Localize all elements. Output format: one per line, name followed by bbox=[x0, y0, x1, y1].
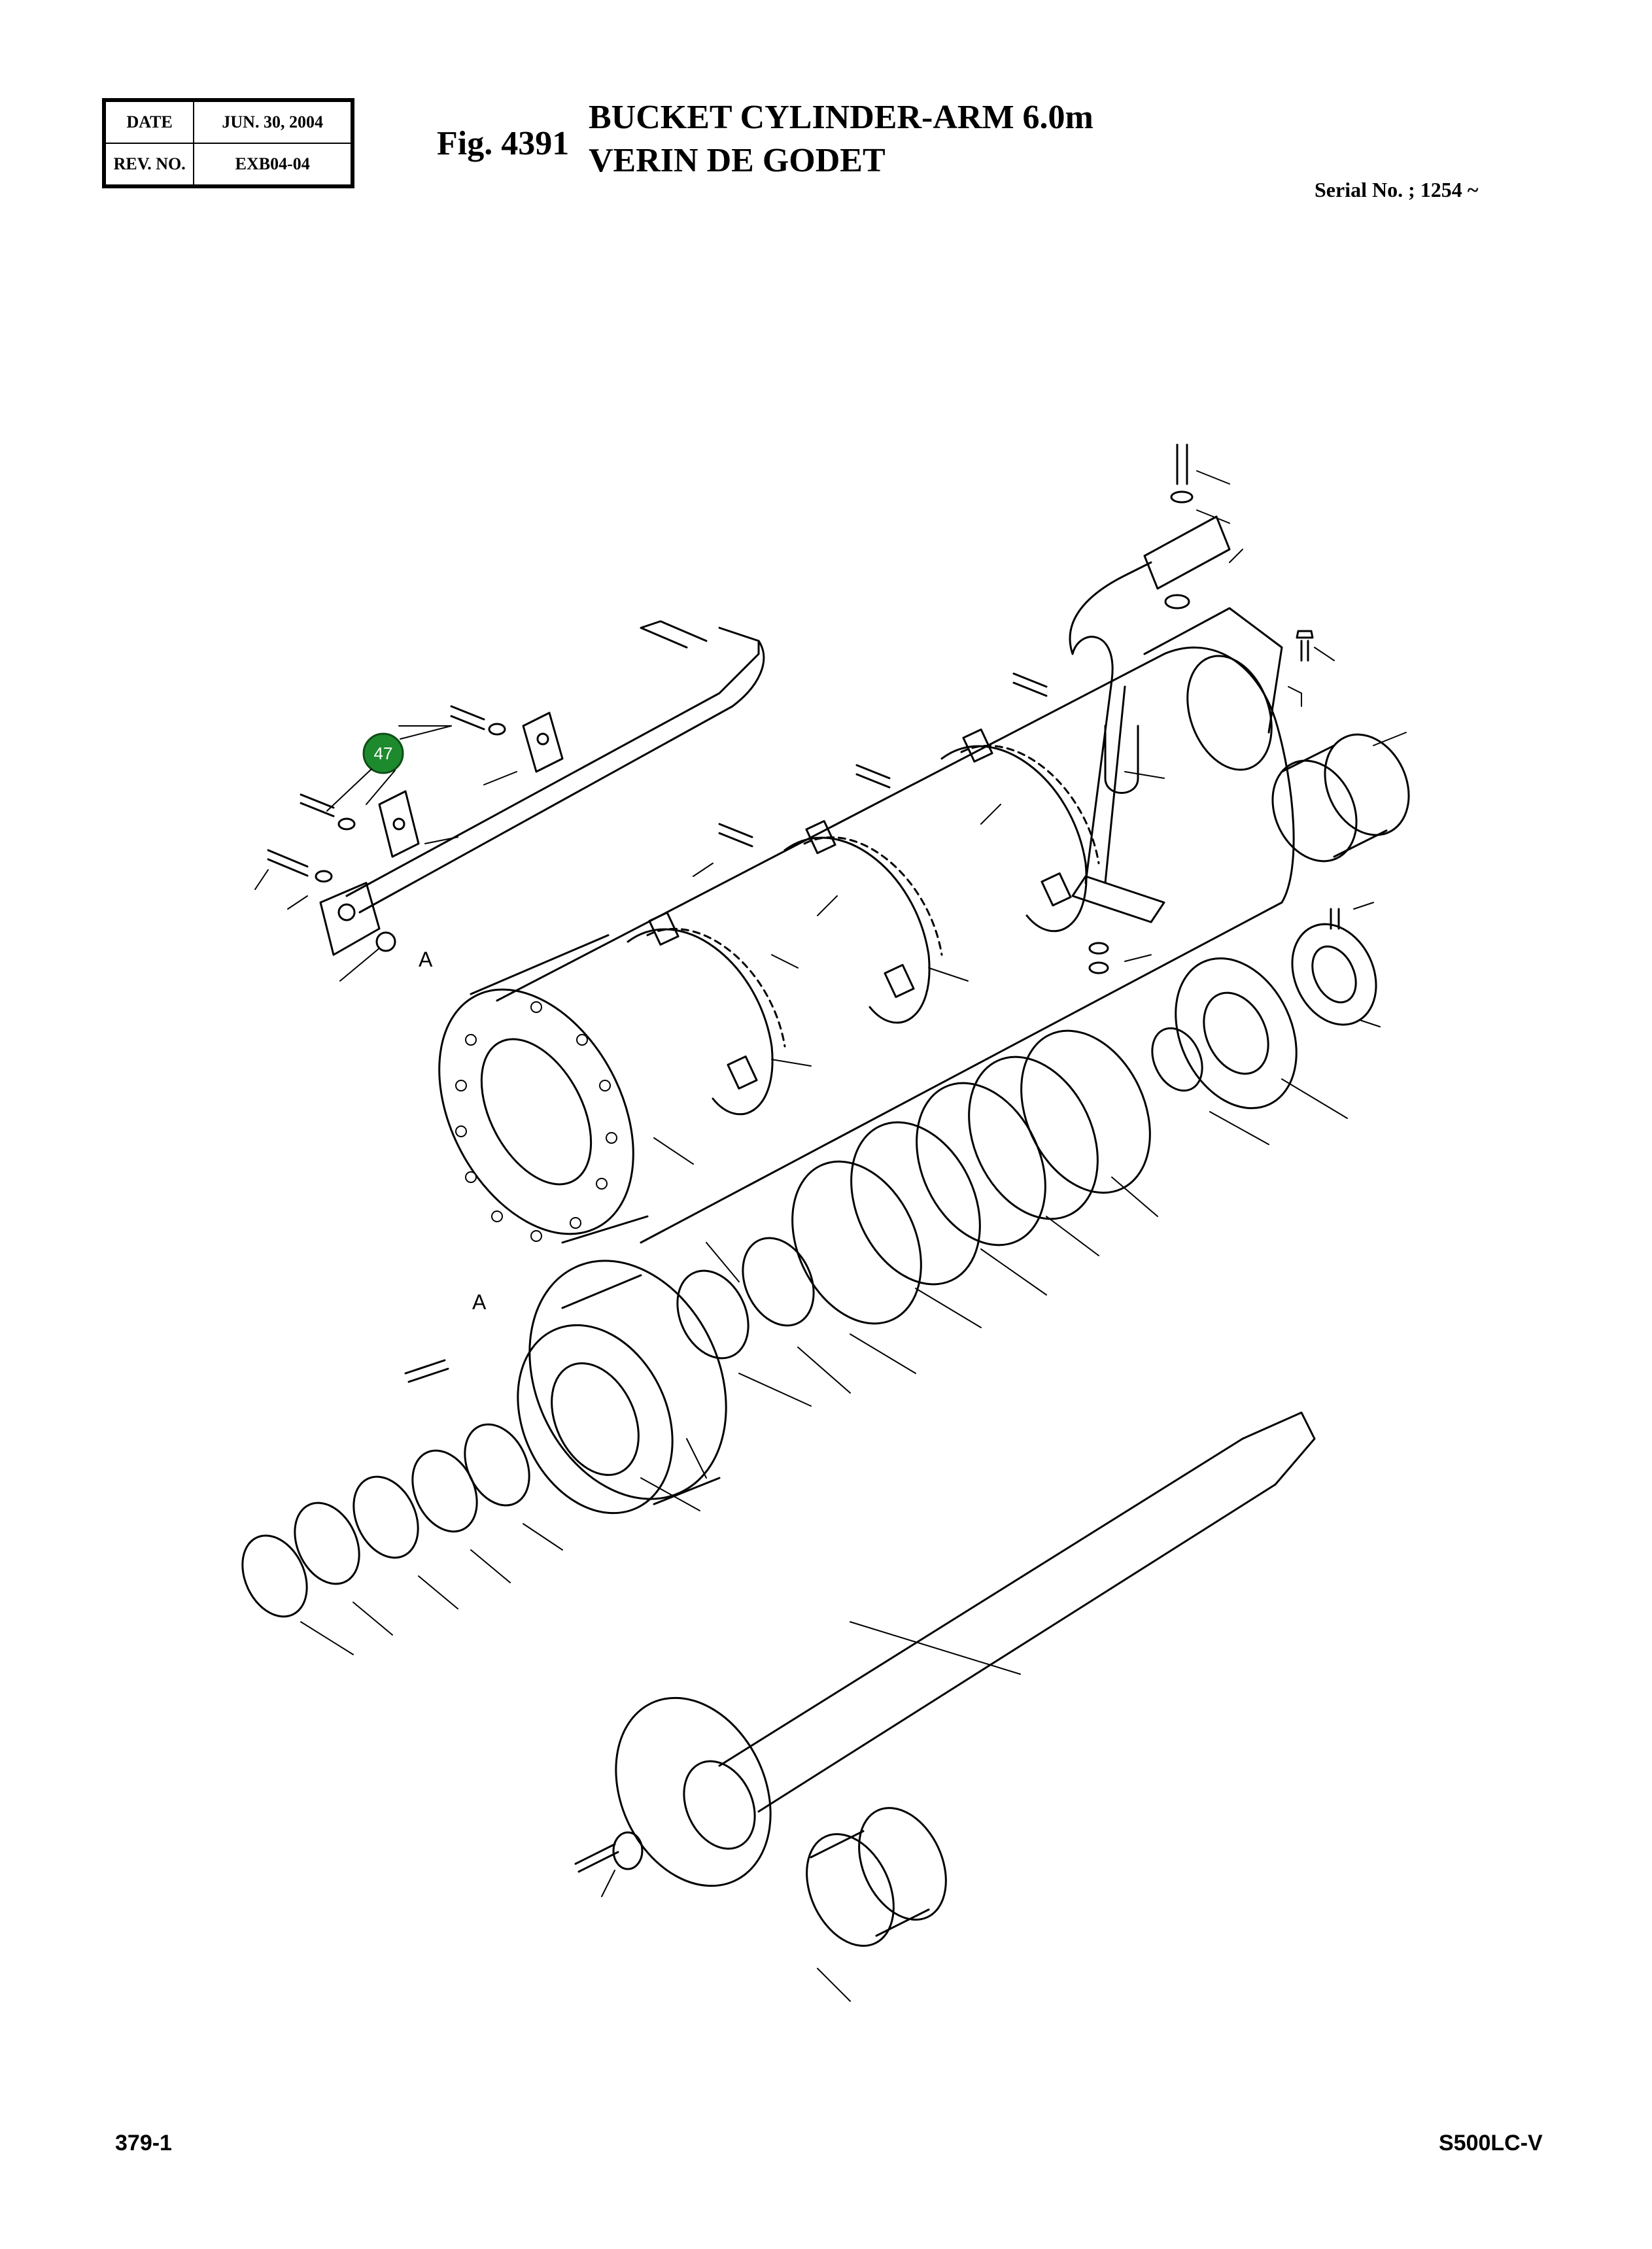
model-number: S500LC-V bbox=[1439, 2131, 1543, 2155]
date-value: JUN. 30, 2004 bbox=[193, 101, 352, 144]
piston-nut[interactable] bbox=[1277, 908, 1392, 1039]
hydraulic-pipe-upper[interactable] bbox=[345, 620, 765, 914]
o-ring-a bbox=[375, 931, 396, 952]
cylinder-tube[interactable] bbox=[400, 646, 1295, 1267]
head-bolt[interactable] bbox=[404, 1359, 449, 1383]
pipe-clamp-band-2[interactable] bbox=[783, 820, 943, 1024]
flange-block-rod-side[interactable] bbox=[319, 882, 396, 956]
rev-label: REV. NO. bbox=[104, 143, 195, 186]
figure-title-french: VERIN DE GODET bbox=[589, 142, 886, 179]
detail-label-a-lower: A bbox=[472, 1290, 487, 1314]
cylinder-base-eye[interactable] bbox=[1143, 607, 1286, 781]
grease-nipple-head[interactable] bbox=[1296, 630, 1314, 662]
cylinder-head-gland[interactable] bbox=[489, 1229, 763, 1539]
pipe-clamp-band-1[interactable] bbox=[627, 912, 786, 1116]
page-number: 379-1 bbox=[115, 2131, 172, 2155]
hydraulic-pipe-lower[interactable] bbox=[1069, 515, 1231, 884]
base-bushing[interactable] bbox=[1257, 721, 1424, 875]
rod-eye-bushing[interactable] bbox=[790, 1794, 963, 1960]
figure-number: Fig. 4391 bbox=[437, 125, 570, 162]
rod-seal-set[interactable] bbox=[230, 1414, 542, 1627]
serial-number: Serial No. ; 1254 ~ bbox=[1315, 178, 1479, 201]
callout-47-badge[interactable]: 47 bbox=[326, 725, 452, 812]
split-flange-upper[interactable] bbox=[522, 712, 564, 773]
figure-title-english: BUCKET CYLINDER-ARM 6.0m bbox=[589, 99, 1093, 136]
piston[interactable] bbox=[1143, 938, 1320, 1127]
bolt-set-flange[interactable] bbox=[267, 705, 506, 883]
piston-seal-set[interactable] bbox=[664, 1010, 1175, 1369]
clamp-bracket[interactable] bbox=[1071, 875, 1165, 974]
rev-value: EXB04-04 bbox=[193, 143, 352, 186]
split-flange-lower[interactable] bbox=[378, 790, 420, 858]
u-bolt[interactable] bbox=[1104, 725, 1139, 794]
leader-lines bbox=[254, 470, 1407, 2002]
detail-label-a-upper: A bbox=[419, 948, 433, 971]
date-label: DATE bbox=[104, 101, 195, 144]
grease-nipple-rod[interactable] bbox=[574, 1831, 644, 1873]
revision-info-box: DATE JUN. 30, 2004 REV. NO. EXB04-04 bbox=[102, 98, 354, 188]
callout-number: 47 bbox=[374, 744, 393, 763]
pipe-clamp-band-3[interactable] bbox=[940, 729, 1100, 933]
head-side-bolts[interactable] bbox=[718, 443, 1194, 848]
piston-rod[interactable] bbox=[587, 1411, 1316, 1911]
